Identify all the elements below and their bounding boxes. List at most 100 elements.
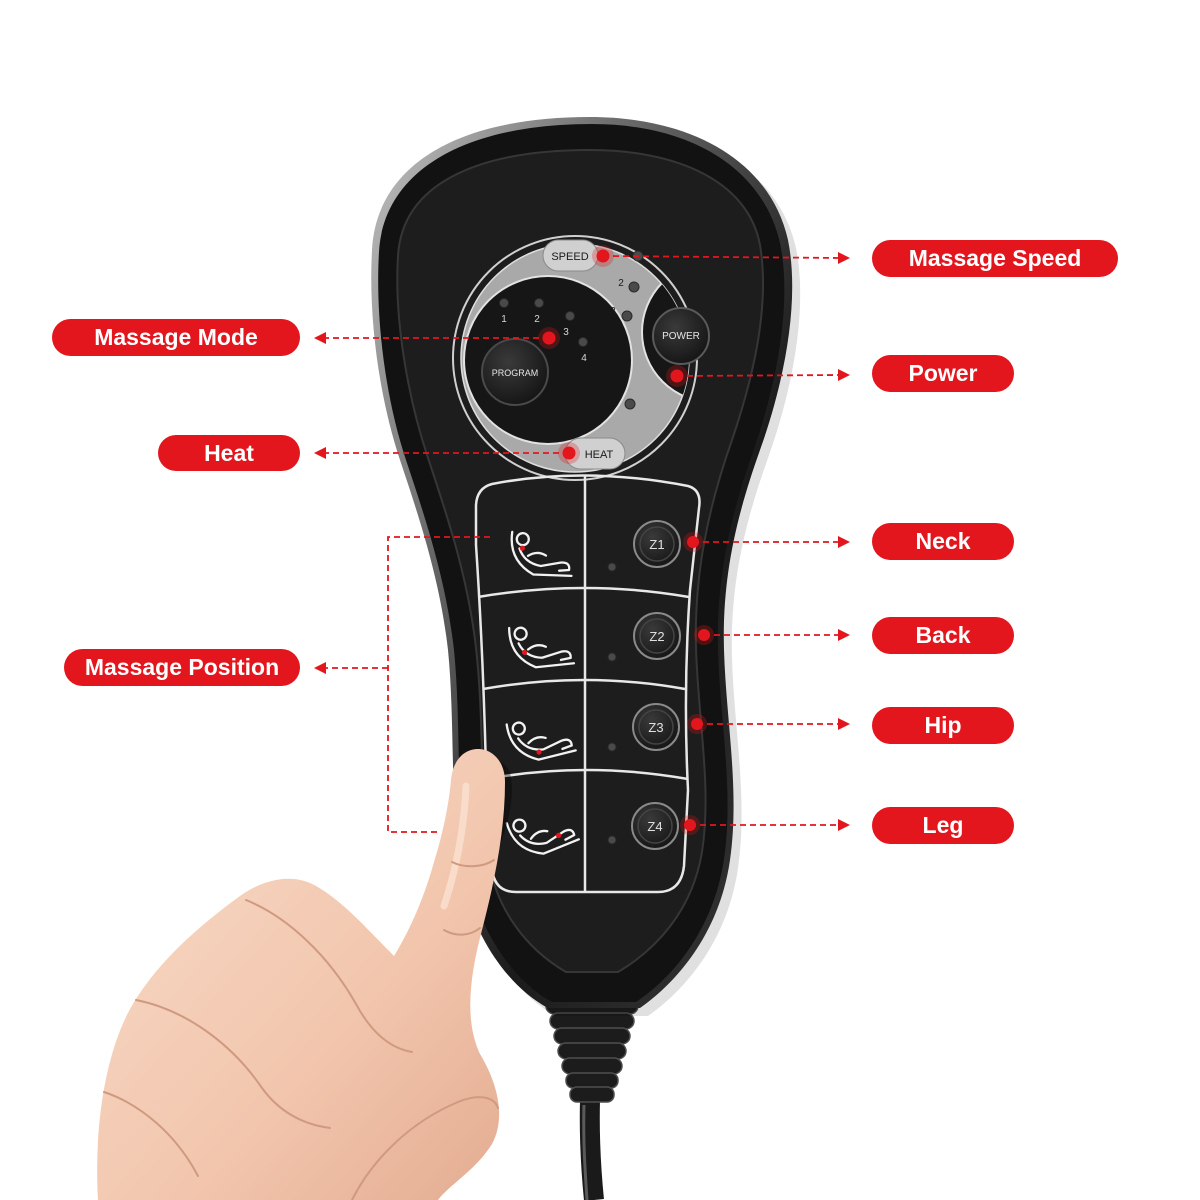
leg-callout: Leg	[872, 807, 1014, 844]
zone-button-z2-ring	[639, 618, 675, 654]
mode-level-2-label: 2	[534, 314, 540, 325]
neck-label: Neck	[916, 528, 971, 554]
zone-button-z4-label: Z4	[647, 819, 662, 834]
mode-arrowhead	[314, 332, 326, 344]
leg-pill	[872, 807, 1014, 844]
position-panel-outline	[474, 474, 701, 894]
chair-outline	[508, 626, 576, 669]
remote-cable	[545, 997, 639, 1200]
zone-led-1	[607, 562, 617, 572]
callout-labels: Massage Speed Massage Mode Power Heat Ne…	[52, 240, 1118, 844]
zone-button-z4-ring	[637, 808, 673, 844]
massage-position-label: Massage Position	[85, 654, 279, 680]
person-arm	[527, 736, 547, 745]
leg-arrowhead	[838, 819, 850, 831]
back-callout: Back	[872, 617, 1014, 654]
massage-position-callout: Massage Position	[64, 649, 300, 686]
person-body	[516, 737, 573, 751]
power-arrowhead	[838, 369, 850, 381]
index-finger-highlight	[440, 782, 470, 910]
mode-level-1-label: 1	[501, 314, 507, 325]
person-arm	[529, 829, 549, 840]
chair-outline	[505, 723, 577, 761]
massage-position-pill	[64, 649, 300, 686]
person-head	[512, 818, 527, 833]
mode-led-3	[565, 311, 575, 321]
speed-led-2	[628, 281, 640, 293]
power-callout: Power	[872, 355, 1014, 392]
mode-led-4	[578, 337, 588, 347]
speed-dot	[596, 249, 610, 263]
chair-outline	[510, 530, 573, 578]
heat-button-label: HEAT	[585, 449, 614, 461]
zone-led-4	[607, 835, 617, 845]
back-arrowhead	[838, 629, 850, 641]
zone-button-z3-label: Z3	[648, 720, 663, 735]
zone-button-z3: Z3	[632, 703, 680, 751]
neck-dot	[687, 536, 699, 548]
pointing-hand	[97, 749, 512, 1200]
massage-speed-pill	[872, 240, 1118, 277]
massage-speed-label: Massage Speed	[909, 245, 1082, 271]
heat-pill	[158, 435, 300, 471]
leg-dot	[684, 819, 696, 831]
person-head	[511, 721, 526, 736]
leader-lines	[314, 252, 850, 833]
speed-level-1-label: 1	[622, 249, 628, 260]
person-head	[515, 532, 530, 547]
leg-label: Leg	[923, 812, 964, 838]
strain-relief	[545, 997, 639, 1103]
neck-position-icon	[510, 530, 573, 578]
power-dot	[670, 369, 684, 383]
zone-button-z1: Z1	[633, 520, 681, 568]
index-knuckle-crease	[443, 927, 481, 936]
speed-button-label: SPEED	[551, 251, 588, 263]
neck-zone-dot	[519, 545, 526, 551]
heat-arrowhead	[314, 447, 326, 459]
back-dot	[698, 629, 710, 641]
person-head	[513, 626, 528, 641]
heat-led	[624, 398, 636, 410]
zone-button-z4: Z4	[631, 802, 679, 850]
zone-led-3	[607, 742, 617, 752]
person-arm	[526, 644, 548, 651]
program-button-label: PROGRAM	[492, 368, 539, 378]
position-panel: Z1 Z2 Z3 Z4	[474, 474, 701, 894]
speed-level-2-label: 2	[618, 278, 624, 289]
mode-level-4-label: 4	[581, 353, 587, 364]
power-leader-line	[676, 374, 841, 377]
position-arrowhead	[314, 662, 326, 674]
leg-zone-dot	[555, 832, 562, 838]
person-body	[518, 828, 576, 846]
power-button	[652, 307, 710, 365]
hip-dot	[691, 718, 703, 730]
speed-arrowhead	[838, 252, 850, 264]
back-zone-dot	[521, 649, 528, 655]
program-button	[481, 338, 549, 406]
strain-relief-rib	[557, 1042, 627, 1060]
neck-pill	[872, 523, 1014, 560]
zone-button-z2-label: Z2	[649, 629, 664, 644]
hip-position-icon	[505, 721, 577, 761]
pinky-finger-curl	[103, 1091, 199, 1177]
hip-arrowhead	[838, 718, 850, 730]
position-bracket	[387, 536, 490, 833]
massage-mode-label: Massage Mode	[94, 324, 258, 350]
hip-label: Hip	[924, 712, 961, 738]
mode-led-2	[534, 298, 544, 308]
strain-relief-rib	[553, 1027, 631, 1045]
speed-level-3-label: 3	[610, 306, 616, 317]
thumb-outline	[351, 1096, 499, 1200]
zone-led-2	[607, 652, 617, 662]
heat-label: Heat	[204, 440, 254, 466]
hip-pill	[872, 707, 1014, 744]
heat-dot	[562, 446, 576, 460]
person-arm	[526, 551, 548, 557]
massage-speed-callout: Massage Speed	[872, 240, 1118, 277]
cable-wire	[579, 1099, 604, 1200]
neck-callout: Neck	[872, 523, 1014, 560]
mode-led-1	[499, 298, 509, 308]
hip-callout: Hip	[872, 707, 1014, 744]
strain-relief-rib	[561, 1057, 623, 1075]
